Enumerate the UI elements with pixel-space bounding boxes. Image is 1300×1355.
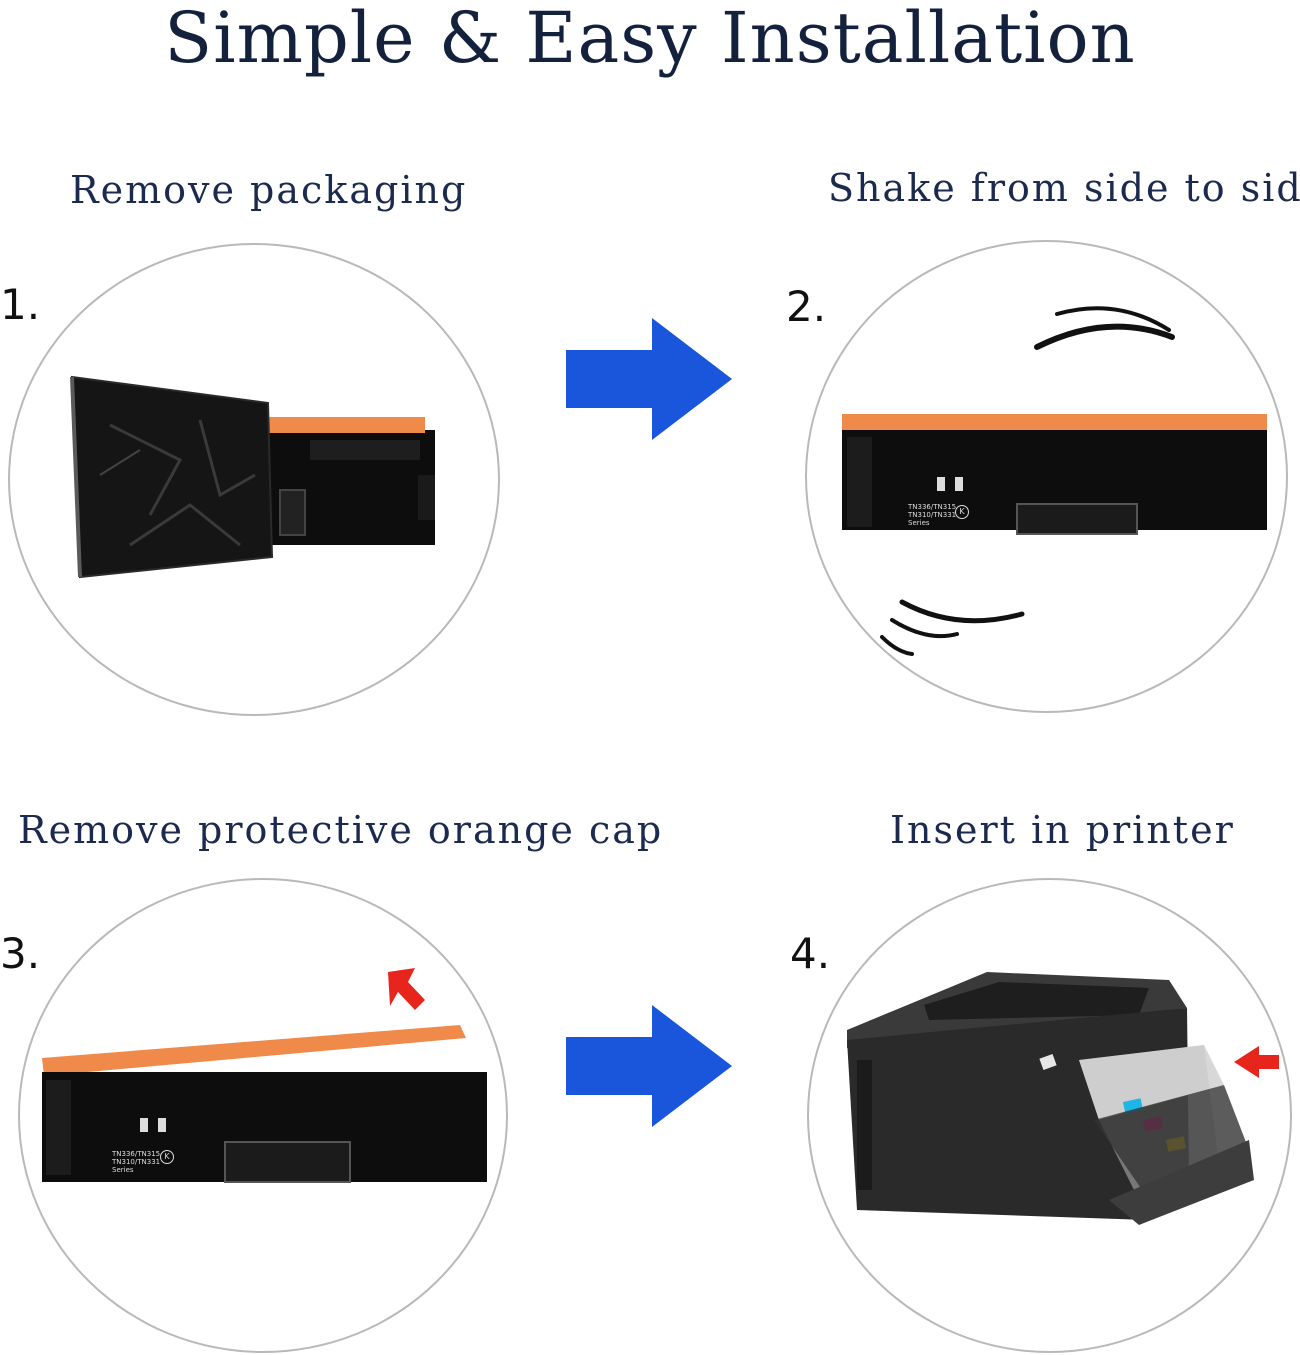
step-4-number: 4. bbox=[790, 929, 831, 978]
arrow-right-icon bbox=[566, 318, 732, 440]
black-k-badge: K bbox=[160, 1150, 174, 1164]
black-k-badge: K bbox=[955, 505, 969, 519]
toner-cap-removal-icon bbox=[42, 968, 487, 1183]
printer-insert-icon bbox=[847, 972, 1279, 1225]
step-2-caption: Shake from side to side bbox=[828, 166, 1300, 210]
label-line-3: Series bbox=[112, 1166, 134, 1174]
page-title: Simple & Easy Installation bbox=[164, 0, 1136, 79]
label-line-1: TN336/TN315 bbox=[908, 503, 957, 511]
step-1-circle bbox=[8, 243, 500, 716]
step-2-circle bbox=[805, 240, 1288, 713]
step-3-caption: Remove protective orange cap bbox=[18, 808, 664, 852]
step-1-caption: Remove packaging bbox=[70, 168, 468, 212]
step-4-circle bbox=[807, 878, 1292, 1353]
label-line-2: TN310/TN331 bbox=[908, 511, 957, 519]
step-3-circle bbox=[18, 878, 508, 1353]
label-line-1: TN336/TN315 bbox=[112, 1150, 161, 1158]
cartridge-label-2: TN336/TN315 TN310/TN331 Series bbox=[908, 503, 956, 527]
cartridge-label-3: TN336/TN315 TN310/TN331 Series bbox=[112, 1150, 160, 1174]
step-3-number: 3. bbox=[0, 929, 41, 978]
toner-shake-icon bbox=[842, 306, 1267, 656]
step-1-number: 1. bbox=[0, 280, 41, 329]
toner-in-bag-icon bbox=[70, 375, 435, 579]
step-4-caption: Insert in printer bbox=[890, 808, 1235, 852]
step-2-number: 2. bbox=[786, 282, 827, 331]
label-line-3: Series bbox=[908, 519, 930, 527]
arrow-right-icon bbox=[566, 1005, 732, 1127]
label-line-2: TN310/TN331 bbox=[112, 1158, 161, 1166]
